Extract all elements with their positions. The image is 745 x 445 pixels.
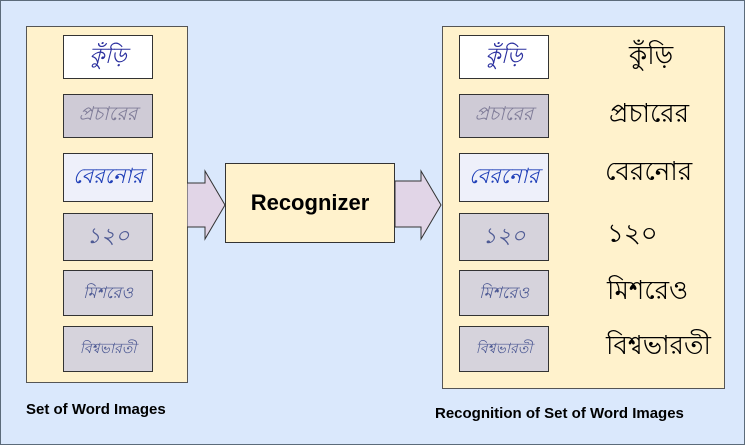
result-word-image-2: প্রচারের xyxy=(459,94,549,138)
input-word-images-panel: কুঁড়ি প্রচারের বেরনোর ১২০ মিশরেও বিশ্বভ… xyxy=(26,26,188,383)
word-image-2: প্রচারের xyxy=(63,94,153,138)
recognized-word-5: মিশরেও xyxy=(607,276,689,306)
recognizer-box: Recognizer xyxy=(225,163,395,243)
result-word-image-6: বিশ্বভারতী xyxy=(459,326,549,372)
recognized-word-4: ১২০ xyxy=(607,219,658,249)
recognized-word-6: বিশ্বভারতী xyxy=(606,331,711,361)
result-word-image-1: কুঁড়ি xyxy=(459,35,549,79)
input-arrow-icon xyxy=(187,169,226,241)
output-caption: Recognition of Set of Word Images xyxy=(435,405,684,422)
output-arrow-icon xyxy=(395,169,442,241)
result-word-image-3: বেরনোর xyxy=(459,153,549,202)
result-word-image-5: মিশরেও xyxy=(459,270,549,316)
word-image-3: বেরনোর xyxy=(63,153,153,202)
word-image-4: ১২০ xyxy=(63,213,153,261)
recognized-word-2: প্রচারের xyxy=(609,99,690,129)
recognized-word-3: বেরনোর xyxy=(605,157,693,187)
word-image-6: বিশ্বভারতী xyxy=(63,326,153,372)
input-caption: Set of Word Images xyxy=(26,401,166,418)
result-word-image-4: ১২০ xyxy=(459,213,549,261)
recognition-results-panel: কুঁড়ি প্রচারের বেরনোর ১২০ মিশরেও বিশ্বভ… xyxy=(442,26,725,389)
word-image-5: মিশরেও xyxy=(63,270,153,316)
recognized-word-1: কুঁড়ি xyxy=(629,41,674,71)
word-image-1: কুঁড়ি xyxy=(63,35,153,79)
